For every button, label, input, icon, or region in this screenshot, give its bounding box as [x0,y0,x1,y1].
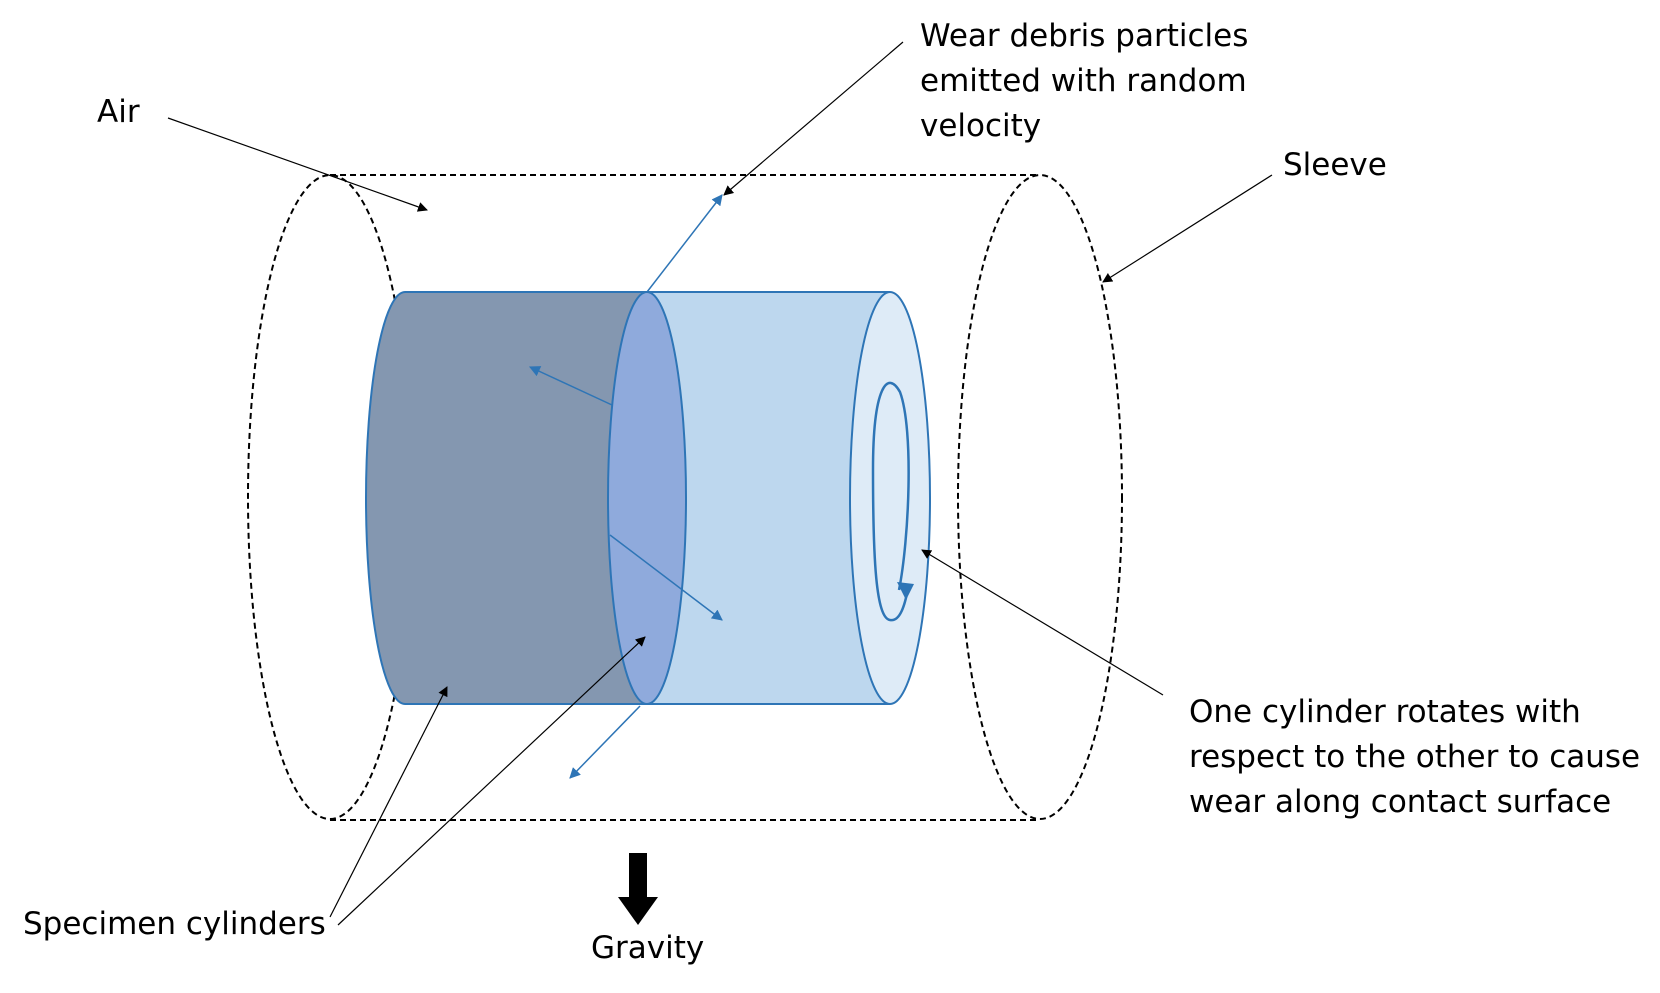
gravity-arrow-icon [618,853,658,925]
debris-arrows [529,194,723,779]
sleeve-leader-line [1102,174,1273,283]
debris-arrow-up [646,194,723,293]
debris-arrow-down-right [609,534,723,621]
sleeve-label: Sleeve [1283,147,1387,183]
wear-debris-label-line-2: emitted with random [920,63,1247,99]
contact-surface [607,291,687,705]
air-label: Air [97,94,140,130]
specimen-cylinders-label: Specimen cylinders [23,906,326,942]
leader-lines [167,41,1273,926]
specimen-leader-line-left [329,686,448,918]
debris-arrow-left [529,366,613,406]
sleeve-right-end [957,174,1123,820]
wear-debris-label-line-1: Wear debris particles [920,18,1249,54]
debris-arrow-down-left [569,705,641,779]
rotation-label: One cylinder rotates with respect to the… [1189,690,1640,825]
wear-debris-label: Wear debris particles emitted with rando… [920,14,1248,149]
rotation-arrowhead-icon [897,582,914,600]
right-cylinder-body [647,292,890,704]
air-leader-line [167,117,428,212]
wear-debris-label-line-3: velocity [920,108,1042,144]
rotation-leader-line [921,549,1164,696]
gravity-label: Gravity [591,930,705,966]
rotation-label-line-1: One cylinder rotates with [1189,694,1581,730]
wear-debris-leader-line [723,41,904,196]
rotation-label-line-2: respect to the other to cause [1189,739,1641,775]
rotation-label-line-3: wear along contact surface [1189,784,1612,820]
right-cylinder-end-face [849,291,931,705]
specimen-leader-line-right [337,636,646,926]
left-cylinder-body [365,291,648,705]
rotation-arrow [871,381,910,622]
